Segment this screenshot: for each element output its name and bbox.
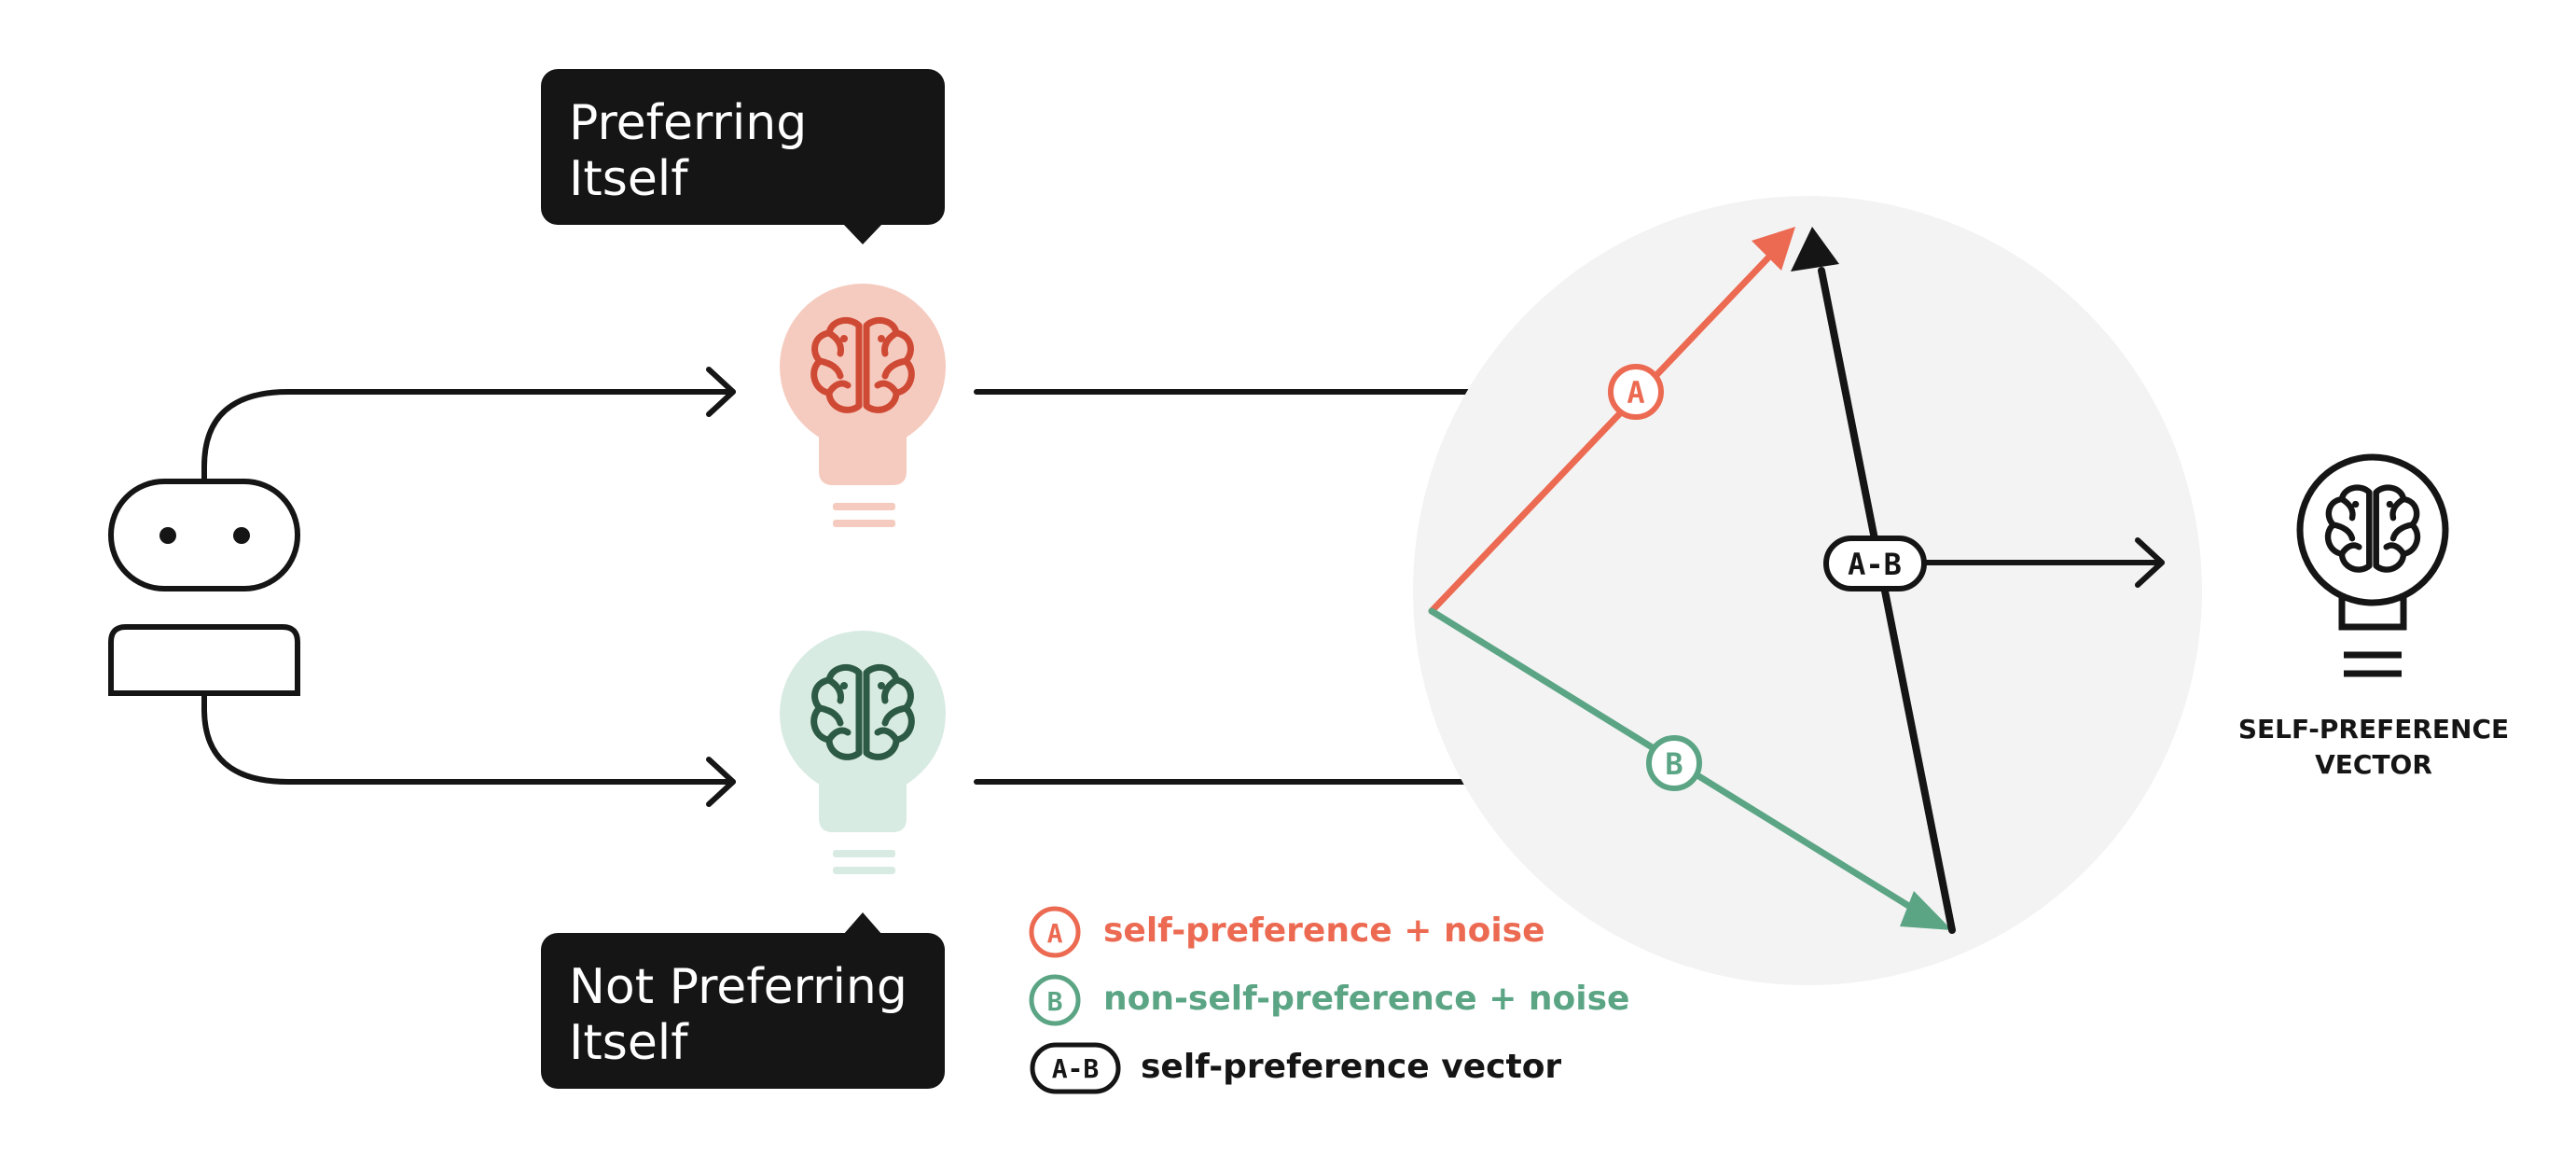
- brain-bulb-outline-icon: [2296, 453, 2449, 677]
- callout-bottom-line-2: Itself: [569, 1015, 688, 1071]
- callout-not-preferring-itself: Not Preferring Itself: [541, 933, 945, 1089]
- difference-to-result-arrow: [1921, 537, 2165, 588]
- result-label-line-2: VECTOR: [2315, 749, 2432, 780]
- callout-top-line-2: Itself: [569, 151, 688, 207]
- brain-bulb-red-icon: [780, 284, 946, 527]
- vector-a-arrow: [1428, 227, 1795, 615]
- vector-a-badge: A: [1608, 364, 1664, 420]
- legend-ab-text: self-preference vector: [1141, 1048, 1562, 1086]
- callout-preferring-itself: Preferring Itself: [541, 69, 945, 225]
- legend-a-badge: A: [1029, 906, 1081, 958]
- result-label-line-1: SELF-PREFERENCE: [2237, 714, 2510, 744]
- callout-top-line-1: Preferring: [569, 95, 808, 151]
- legend-a-text: self-preference + noise: [1103, 911, 1545, 950]
- vector-a-badge-label: A: [1627, 375, 1644, 411]
- legend-b-text: non-self-preference + noise: [1103, 980, 1630, 1018]
- legend-b-badge-label: B: [1047, 986, 1063, 1017]
- vector-b-badge-label: B: [1665, 746, 1683, 782]
- robot-to-bottom-brain-arrow: [201, 690, 736, 807]
- vector-a-minus-b-badge-label: A-B: [1848, 547, 1902, 582]
- vector-a-minus-b-arrow: [1791, 227, 1956, 934]
- legend-ab-badge-label: A-B: [1052, 1053, 1100, 1084]
- legend-b-badge: B: [1029, 974, 1081, 1026]
- callout-bottom-pointer: [843, 912, 882, 935]
- robot-icon: [108, 479, 300, 696]
- callout-top-pointer: [843, 224, 882, 244]
- activation-space-circle: [1413, 196, 2202, 985]
- callout-bottom-line-1: Not Preferring: [569, 959, 907, 1015]
- brain-bulb-green-icon: [780, 631, 946, 874]
- legend-a-badge-label: A: [1047, 918, 1063, 949]
- robot-to-top-brain-arrow: [201, 367, 736, 484]
- result-label: SELF-PREFERENCE VECTOR: [2210, 712, 2537, 783]
- vector-a-minus-b-badge: A-B: [1823, 536, 1927, 591]
- legend-ab-badge: A-B: [1030, 1042, 1121, 1094]
- vector-b-badge: B: [1646, 735, 1702, 791]
